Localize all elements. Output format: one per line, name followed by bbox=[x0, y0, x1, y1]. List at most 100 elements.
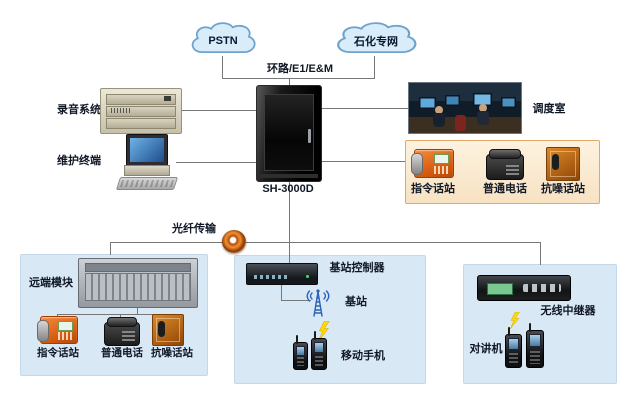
antenna-stub bbox=[529, 323, 531, 332]
connector-line bbox=[222, 78, 375, 79]
repeater-display bbox=[487, 283, 513, 295]
mobile-handset-icon bbox=[311, 331, 327, 370]
phone-handset-icon bbox=[107, 317, 137, 327]
pstn-cloud: PSTN bbox=[186, 20, 260, 58]
mobile-handset-icon bbox=[293, 335, 308, 370]
handset-icon bbox=[552, 154, 559, 170]
connector-line bbox=[281, 283, 282, 300]
walkie-talkie-icon bbox=[505, 327, 522, 368]
station-door bbox=[550, 151, 576, 177]
wireless-repeater-device bbox=[477, 275, 571, 301]
maintenance-terminal-label: 维护终端 bbox=[57, 155, 101, 167]
connector-line bbox=[222, 56, 223, 78]
rack-unit bbox=[106, 118, 176, 129]
rack-top-unit bbox=[85, 263, 191, 272]
fiber-transmission-label: 光纤传输 bbox=[172, 223, 216, 235]
command-station-label: 指令话站 bbox=[37, 347, 79, 359]
ordinary-phone-device bbox=[104, 317, 140, 346]
cabinet-base bbox=[260, 174, 318, 178]
base-station-antenna-icon bbox=[300, 284, 336, 318]
rack-display bbox=[164, 96, 171, 101]
phone-keypad bbox=[506, 165, 519, 176]
connector-line bbox=[374, 56, 375, 78]
handset-keypad bbox=[509, 352, 518, 364]
repeater-buttons bbox=[523, 284, 561, 292]
handset-icon bbox=[158, 321, 165, 337]
ordinary-phone-label: 普通电话 bbox=[483, 183, 527, 195]
base-station-controller-label: 基站控制器 bbox=[329, 262, 385, 274]
connector-line bbox=[110, 242, 540, 243]
handset-icon bbox=[37, 320, 49, 342]
antenna-stub bbox=[508, 327, 510, 336]
connector-line bbox=[110, 242, 111, 255]
maintenance-terminal-device bbox=[115, 134, 179, 190]
dispatch-room-photo bbox=[408, 82, 522, 134]
phone-keypad bbox=[122, 331, 135, 342]
sh3000d-cabinet bbox=[256, 85, 322, 182]
base-station-label: 基站 bbox=[345, 296, 367, 308]
lightning-icon bbox=[509, 312, 520, 329]
remote-module-label: 远端模块 bbox=[29, 277, 73, 289]
pstn-cloud-label: PSTN bbox=[208, 35, 238, 47]
base-station-controller-device bbox=[246, 263, 318, 285]
handset-keypad bbox=[297, 356, 304, 366]
connector-line bbox=[289, 242, 290, 263]
keyboard bbox=[115, 177, 179, 190]
monitor-screen bbox=[130, 138, 164, 162]
remote-module-rack bbox=[78, 258, 198, 308]
status-led bbox=[306, 275, 309, 278]
connector-line bbox=[137, 306, 138, 314]
walkie-talkie-icon bbox=[526, 323, 544, 368]
handset-screen bbox=[508, 338, 519, 350]
handset-screen bbox=[529, 334, 541, 347]
station-keys bbox=[58, 332, 73, 340]
noise-station-label: 抗噪话站 bbox=[151, 347, 193, 359]
keyboard-keys bbox=[119, 180, 175, 187]
station-screen bbox=[434, 154, 449, 164]
connector-line bbox=[540, 242, 541, 265]
handset-keypad bbox=[315, 355, 323, 366]
intercom-label: 对讲机 bbox=[469, 343, 503, 355]
trunk-line-label: 环路/E1/E&M bbox=[258, 63, 342, 77]
antenna-stub bbox=[296, 335, 298, 344]
controller-ports bbox=[254, 275, 288, 279]
rack-vent bbox=[111, 108, 131, 113]
connector-line bbox=[289, 78, 290, 86]
handset-screen bbox=[314, 342, 324, 353]
handset-keypad bbox=[530, 351, 540, 364]
connector-line bbox=[281, 300, 311, 301]
noise-station-device bbox=[546, 147, 580, 181]
connector-line bbox=[320, 108, 408, 109]
dispatch-room-label: 调度室 bbox=[532, 103, 566, 115]
petro-network-cloud: 石化专网 bbox=[330, 20, 422, 58]
cabinet-door bbox=[264, 94, 314, 171]
wireless-repeater-label: 无线中继器 bbox=[540, 305, 596, 317]
connector-line bbox=[180, 110, 256, 111]
connector-line bbox=[57, 314, 169, 315]
connector-line bbox=[176, 162, 256, 163]
ordinary-phone-label: 普通电话 bbox=[101, 347, 143, 359]
phone-handset-icon bbox=[489, 149, 521, 159]
antenna-stub bbox=[314, 331, 316, 340]
monitor bbox=[126, 134, 168, 166]
station-screen bbox=[58, 321, 73, 331]
connector-line bbox=[320, 161, 405, 162]
handset-icon bbox=[411, 153, 423, 175]
station-keys bbox=[434, 166, 449, 174]
rack-unit bbox=[106, 106, 176, 117]
computer-case bbox=[124, 165, 170, 176]
handset-screen bbox=[296, 346, 305, 356]
fiber-coil-icon bbox=[222, 230, 246, 253]
noise-station-device bbox=[152, 314, 184, 346]
rack-card-slots bbox=[85, 273, 191, 301]
command-station-device bbox=[411, 149, 454, 178]
petro-network-cloud-label: 石化专网 bbox=[354, 36, 398, 48]
ordinary-phone-device bbox=[486, 149, 524, 180]
connector-line bbox=[289, 180, 290, 242]
mobile-phone-label: 移动手机 bbox=[341, 350, 385, 362]
station-door bbox=[156, 318, 180, 342]
cabinet-model-label: SH-3000D bbox=[262, 183, 314, 195]
rack-unit bbox=[106, 94, 176, 105]
noise-station-label: 抗噪话站 bbox=[541, 183, 585, 195]
